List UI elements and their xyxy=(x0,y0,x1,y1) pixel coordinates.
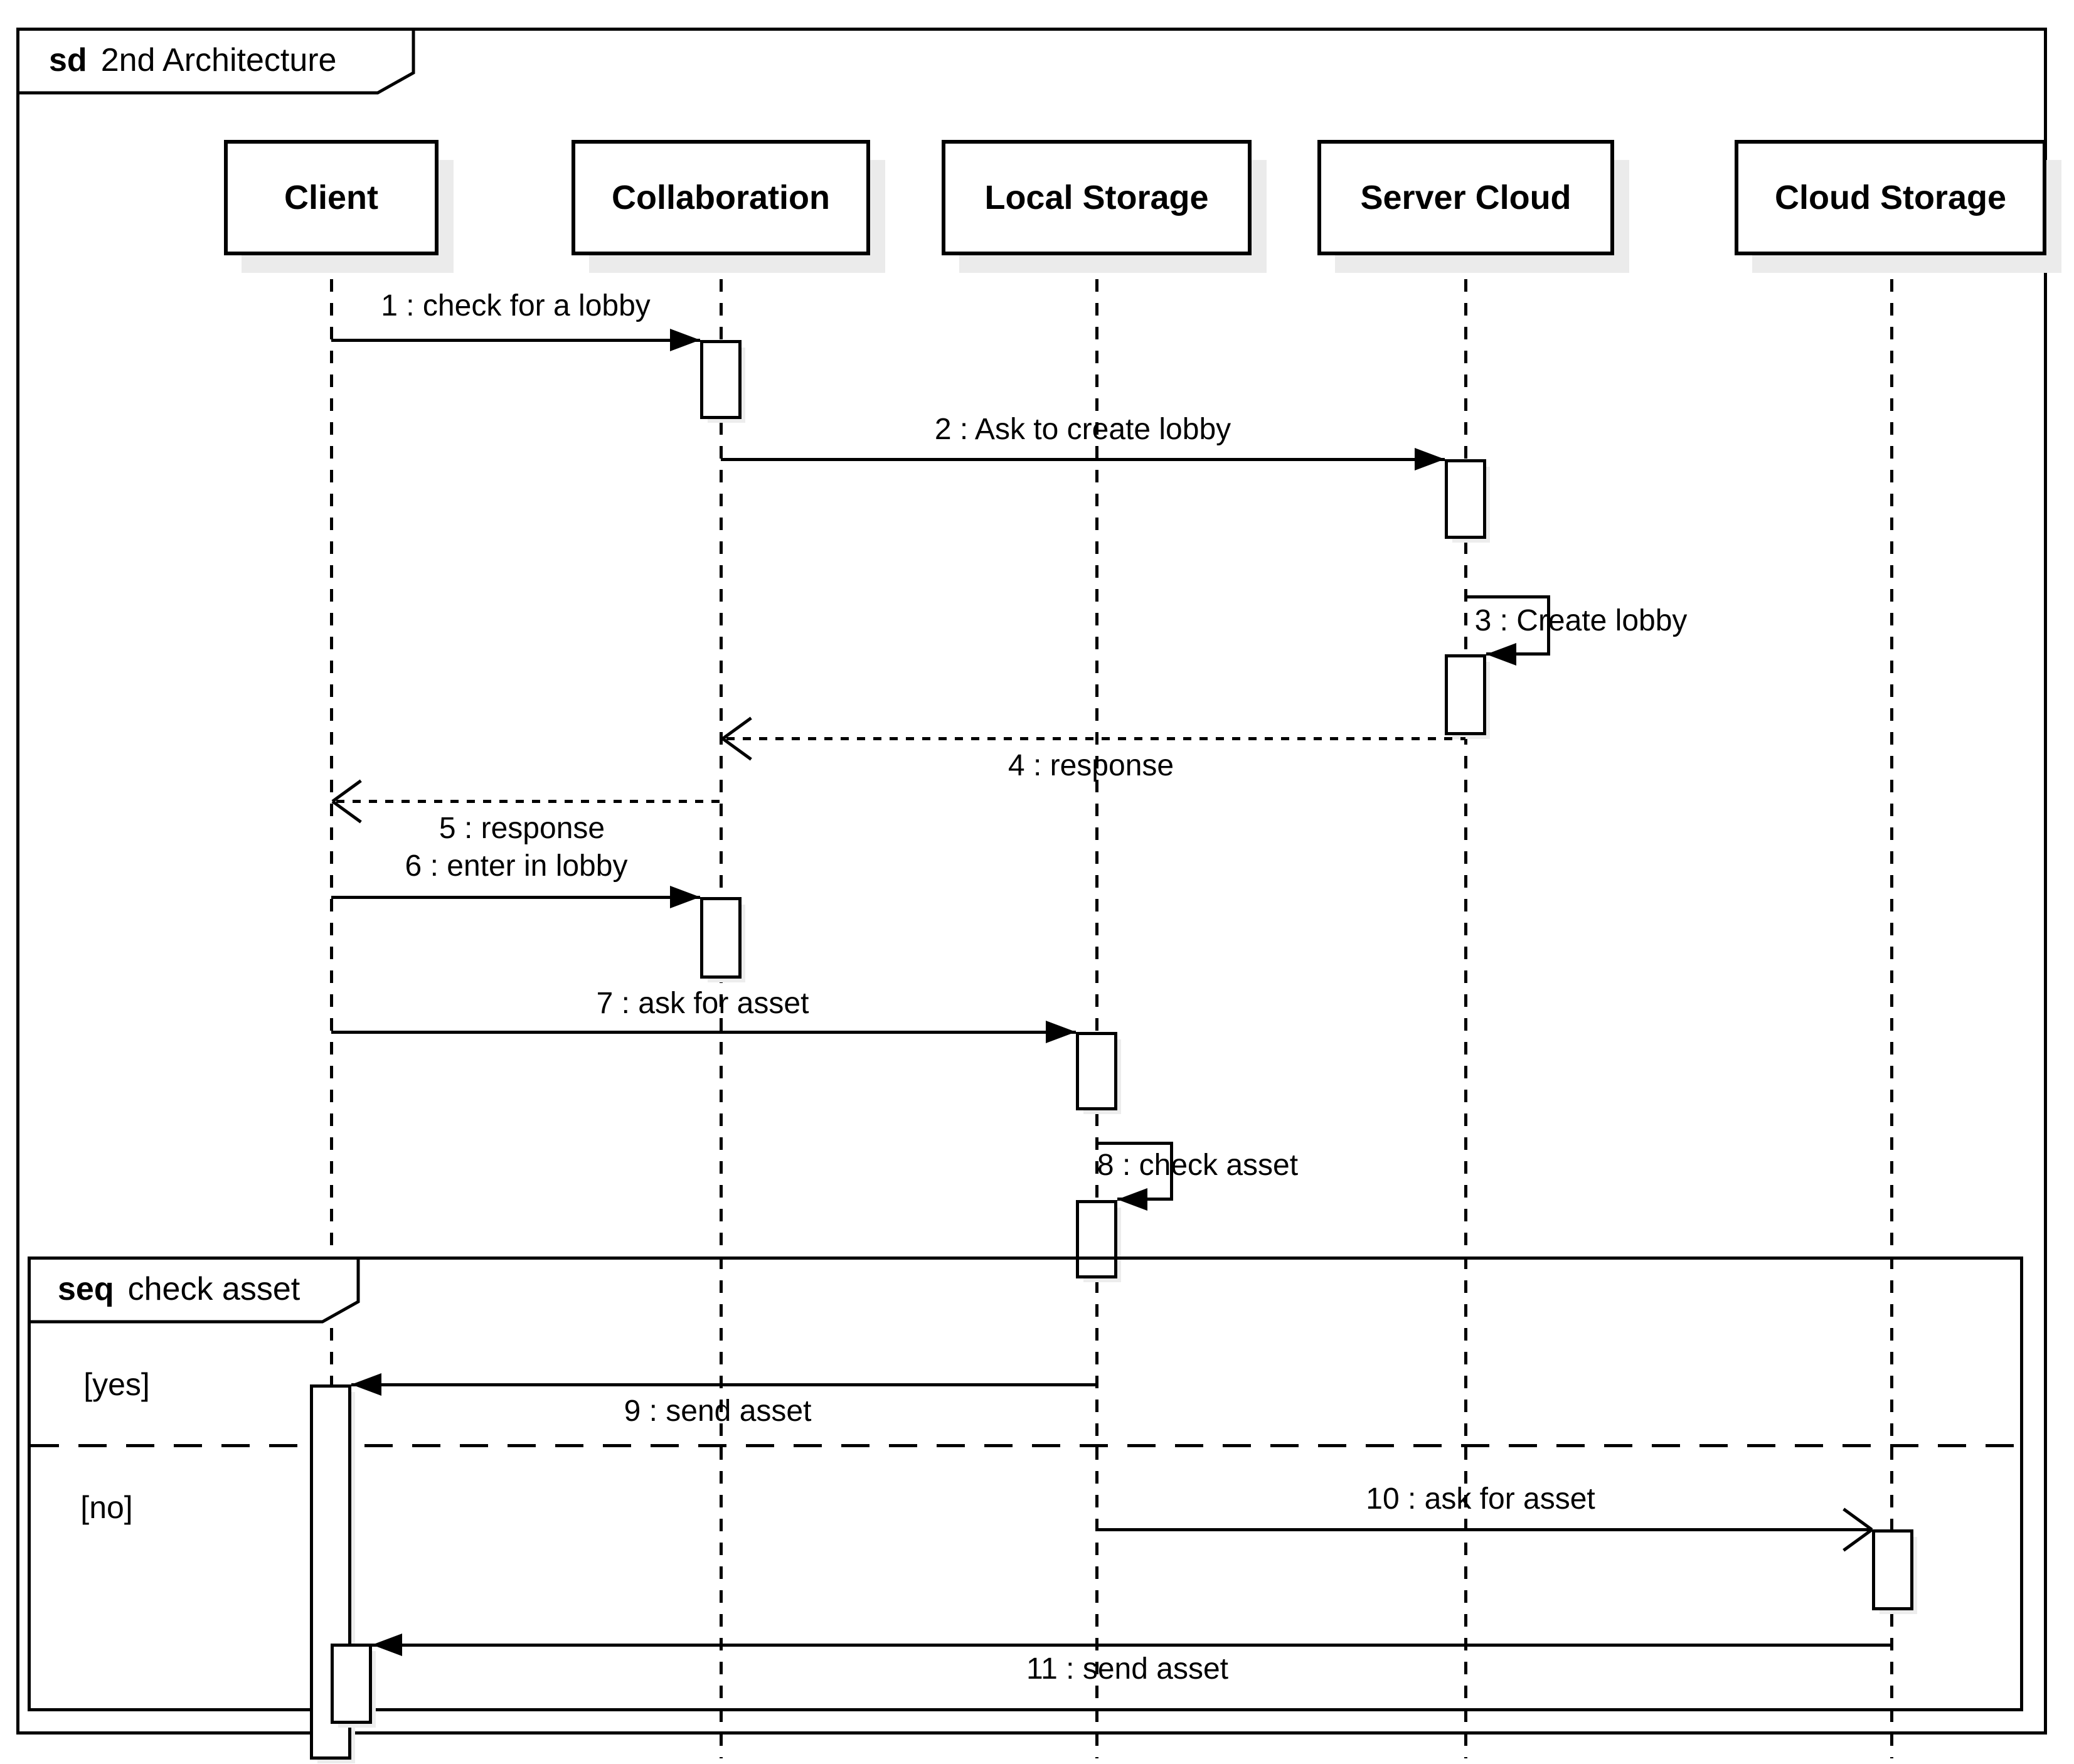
participant-client: Client xyxy=(224,140,439,255)
activation-server-cloud-1 xyxy=(1445,459,1486,539)
sd-title: 2nd Architecture xyxy=(100,42,337,78)
sd-frame-label-pentagon xyxy=(16,28,415,95)
guard-no: [no] xyxy=(80,1490,133,1525)
message-3-line-top xyxy=(1465,595,1550,598)
message-11-label: 11 : send asset xyxy=(1026,1652,1228,1686)
message-5-label: 5 : response xyxy=(439,812,605,845)
sd-frame-label: sd 2nd Architecture xyxy=(16,28,336,93)
message-8-label: 8 : check asset xyxy=(1097,1149,1299,1182)
message-6-arrowhead xyxy=(670,886,700,908)
message-9-line xyxy=(351,1383,1097,1386)
participant-server-cloud-label: Server Cloud xyxy=(1360,179,1571,216)
activation-local-storage-2 xyxy=(1076,1200,1117,1278)
sd-frame-border xyxy=(16,28,2047,1735)
message-8-line-top xyxy=(1097,1142,1173,1145)
seq-fragment-left-border xyxy=(28,1257,31,1711)
message-6-label: 6 : enter in lobby xyxy=(405,849,628,883)
message-7-label: 7 : ask for asset xyxy=(596,987,809,1020)
participant-collaboration: Collaboration xyxy=(572,140,870,255)
lifeline-collaboration xyxy=(720,255,723,1758)
message-5-line xyxy=(336,800,721,803)
message-2-label: 2 : Ask to create lobby xyxy=(934,413,1231,446)
message-4-label: 4 : response xyxy=(1008,749,1174,782)
seq-fragment-label-pentagon xyxy=(28,1257,360,1324)
participant-server-cloud: Server Cloud xyxy=(1317,140,1614,255)
message-10-label: 10 : ask for asset xyxy=(1366,1482,1595,1516)
participant-collaboration-label: Collaboration xyxy=(612,179,830,216)
activation-collaboration-1 xyxy=(700,340,742,419)
message-6-line xyxy=(331,896,700,899)
activation-server-cloud-2 xyxy=(1445,654,1486,735)
participant-client-label: Client xyxy=(284,179,378,216)
seq-fragment-right-border xyxy=(2020,1257,2023,1711)
participant-local-storage: Local Storage xyxy=(942,140,1252,255)
guard-yes: [yes] xyxy=(83,1367,150,1402)
message-9-arrowhead xyxy=(351,1373,381,1396)
message-11-arrowhead xyxy=(372,1634,402,1656)
message-7-line xyxy=(331,1031,1076,1034)
seq-fragment-label: seq check asset xyxy=(28,1257,300,1322)
sd-keyword: sd xyxy=(49,42,87,78)
message-11-line xyxy=(372,1644,1891,1647)
message-2-line xyxy=(721,458,1445,461)
participant-local-storage-label: Local Storage xyxy=(984,179,1209,216)
seq-fragment-top-border xyxy=(28,1257,2023,1260)
message-3-label: 3 : Create lobby xyxy=(1474,604,1688,637)
message-8-arrowhead xyxy=(1117,1188,1147,1211)
message-9-label: 9 : send asset xyxy=(624,1395,812,1428)
message-1-label: 1 : check for a lobby xyxy=(381,289,651,322)
activation-client-2 xyxy=(331,1644,372,1724)
lifeline-cloud-storage xyxy=(1890,255,1893,1758)
message-1-line xyxy=(331,339,700,342)
activation-collaboration-2 xyxy=(700,897,742,979)
message-2-arrowhead xyxy=(1415,448,1445,470)
message-1-arrowhead xyxy=(670,329,700,351)
message-3-arrowhead xyxy=(1486,643,1516,666)
message-3-line-bottom xyxy=(1486,652,1550,656)
seq-title: check asset xyxy=(127,1271,300,1307)
participant-cloud-storage: Cloud Storage xyxy=(1735,140,2046,255)
seq-fragment-bottom-border xyxy=(28,1708,2023,1711)
message-8-line-right xyxy=(1170,1142,1173,1201)
lifeline-local-storage xyxy=(1095,255,1098,1758)
message-7-arrowhead xyxy=(1046,1021,1076,1043)
activation-local-storage-1 xyxy=(1076,1032,1117,1110)
participant-cloud-storage-label: Cloud Storage xyxy=(1774,179,2006,216)
message-4-line xyxy=(726,737,1465,740)
seq-fragment-divider xyxy=(31,1444,2020,1447)
seq-keyword: seq xyxy=(58,1271,114,1307)
lifeline-client xyxy=(330,255,333,1758)
message-10-line xyxy=(1097,1528,1872,1531)
message-3-line-right xyxy=(1547,595,1550,656)
lifeline-server-cloud xyxy=(1464,255,1467,1758)
activation-cloud-storage-1 xyxy=(1872,1529,1913,1610)
